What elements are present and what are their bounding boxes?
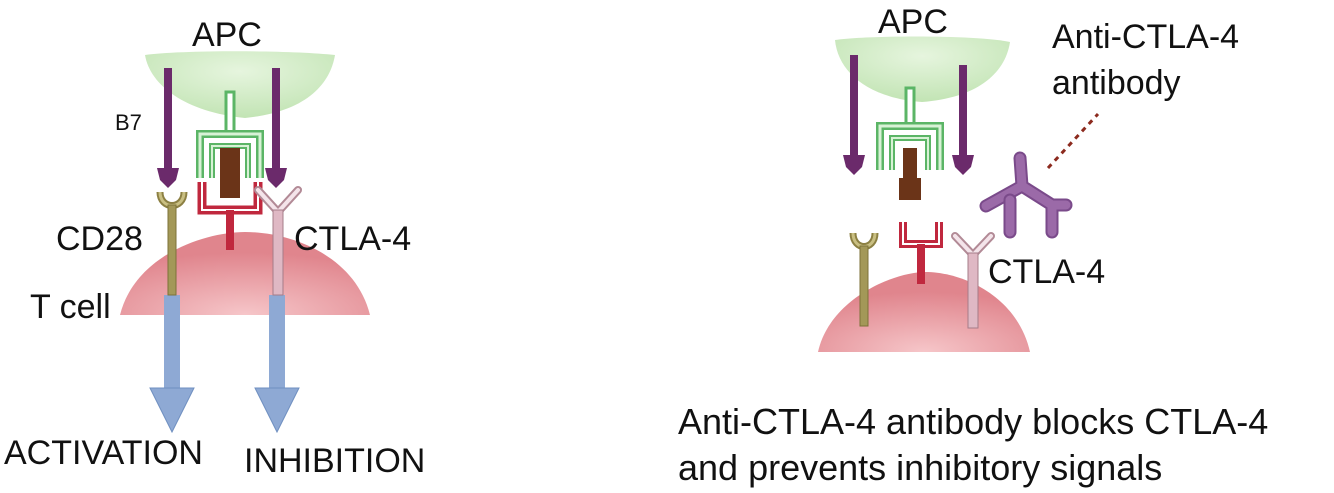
- b7-label: B7: [115, 110, 142, 135]
- inhibition-arrow: [254, 295, 300, 434]
- left-mhc-peptide: [196, 90, 264, 198]
- antibody-label-line1: Anti-CTLA-4: [1052, 18, 1240, 56]
- activation-arrow: [149, 295, 195, 434]
- antibody-pointer-line: [1046, 112, 1100, 170]
- caption-line2: and prevents inhibitory signals: [678, 447, 1163, 488]
- right-mhc-peptide: [876, 86, 944, 200]
- right-b7-ligand-2: [952, 65, 974, 175]
- cd28-label: CD28: [56, 220, 143, 258]
- left-apc-label: APC: [192, 16, 262, 54]
- left-apc-cell: [145, 51, 335, 118]
- right-apc-cell: [835, 36, 1010, 102]
- right-b7-ligand-1: [843, 55, 865, 175]
- anti-ctla4-antibody: [979, 151, 1073, 239]
- left-tcr: [197, 182, 263, 250]
- left-b7-ligand-1: [157, 68, 179, 188]
- left-cd28-receptor: [156, 191, 188, 296]
- left-ctla4-label: CTLA-4: [294, 220, 412, 258]
- right-panel: [818, 36, 1100, 352]
- activation-label: ACTIVATION: [4, 434, 203, 472]
- right-tcr: [899, 222, 943, 284]
- left-b7-ligand-2: [265, 68, 287, 188]
- right-ctla4-label: CTLA-4: [988, 253, 1106, 291]
- right-apc-label: APC: [878, 3, 948, 41]
- inhibition-label: INHIBITION: [244, 442, 426, 480]
- right-ctla4-receptor: [951, 232, 995, 329]
- right-cd28-receptor: [849, 232, 879, 327]
- left-t-cell: [120, 232, 370, 315]
- left-panel: [120, 51, 370, 434]
- left-ctla4-receptor: [254, 186, 302, 296]
- t-cell-label: T cell: [30, 288, 111, 326]
- antibody-label-line2: antibody: [1052, 64, 1181, 102]
- caption-line1: Anti-CTLA-4 antibody blocks CTLA-4: [678, 401, 1269, 442]
